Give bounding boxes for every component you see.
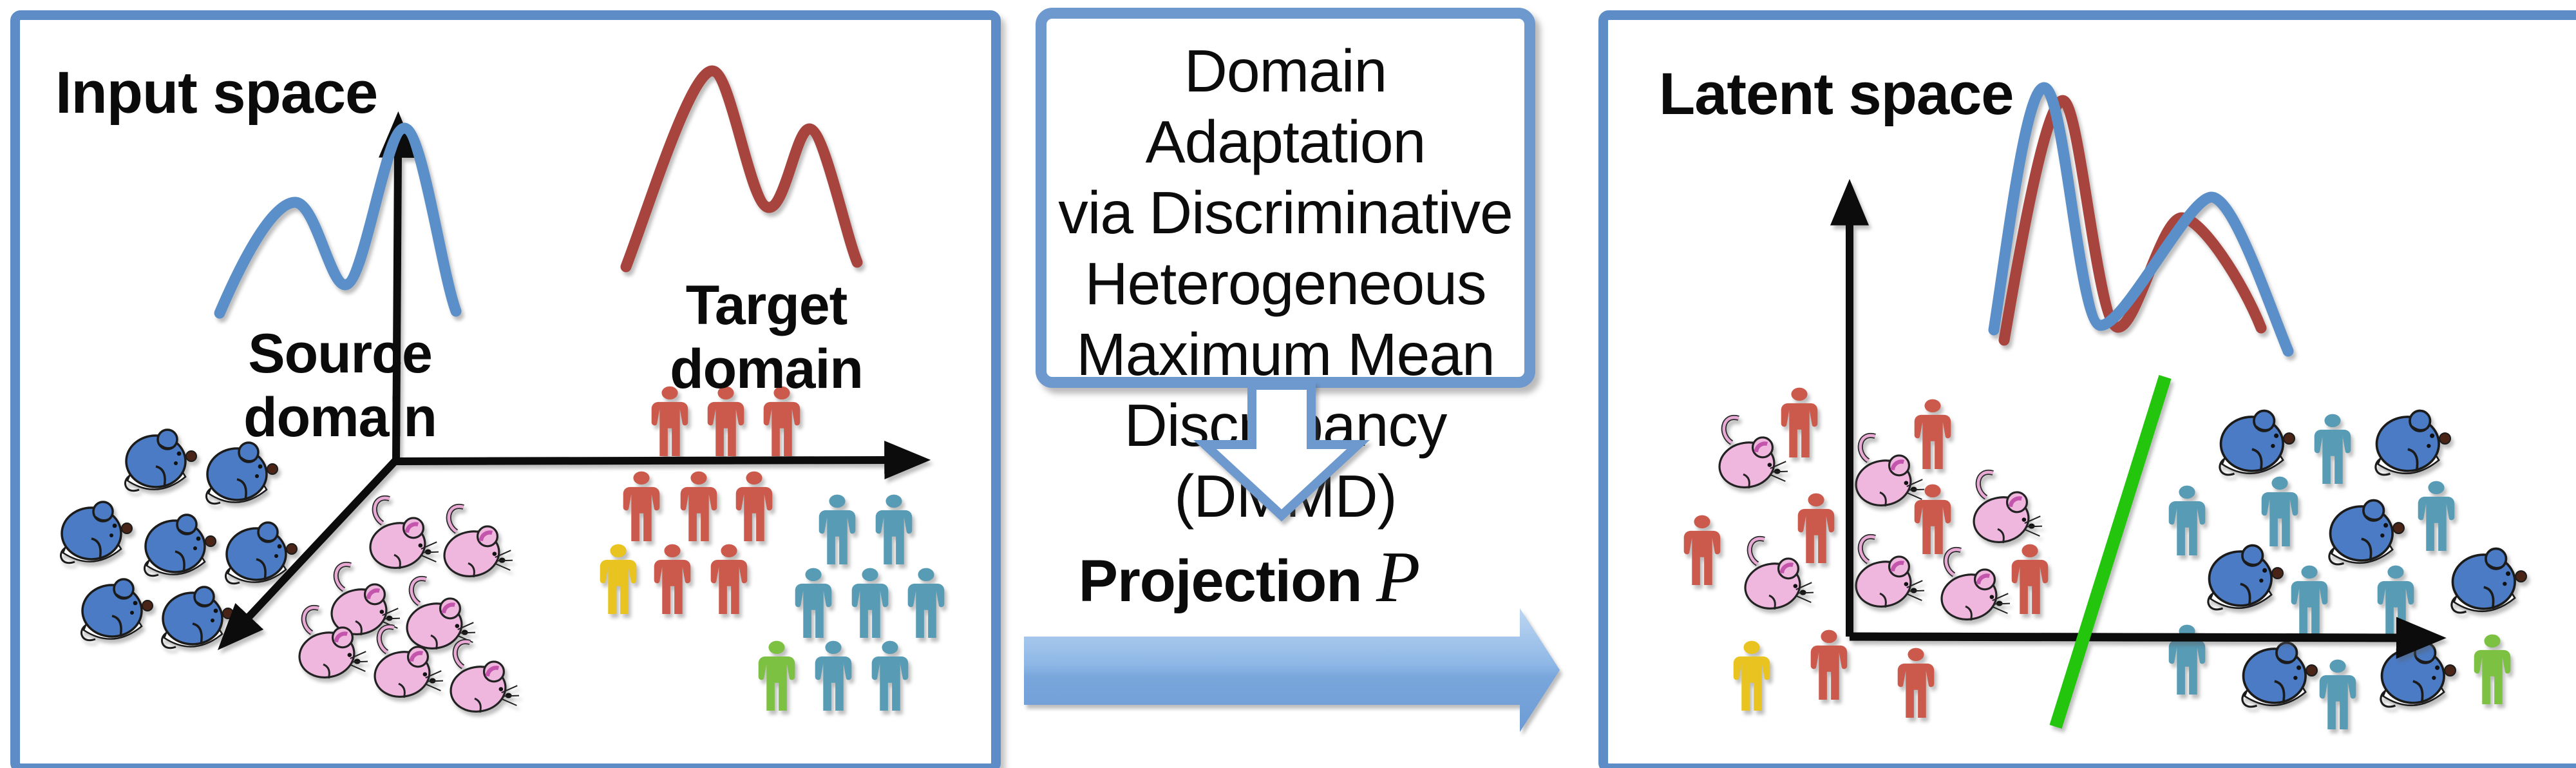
mouse-blue-icon [2241,641,2318,708]
latent-x-axis [1849,617,2447,659]
person-icon [2011,544,2049,614]
person-icon [2377,565,2414,635]
person-icon [600,544,637,614]
person-icon [1797,493,1835,563]
source-domain-label: Source domain [243,323,437,448]
latent-space-title: Latent space [1659,61,2014,127]
mouse-blue-icon [143,514,216,577]
input-y-axis [378,111,417,461]
mouse-pink-icon [1852,537,1925,611]
person-icon [1781,387,1818,457]
projection-down-arrow [1193,381,1370,522]
projection-word: Projection [1078,548,1363,614]
mouse-blue-icon [2380,641,2456,708]
person-icon [2261,476,2298,546]
person-icon [819,494,856,564]
person-icon [1897,648,1935,718]
person-icon [795,568,832,638]
person-icon [735,471,773,541]
mouse-blue-icon [2450,547,2527,614]
target-curve-input [620,65,863,273]
mouse-pink-icon [1938,550,2011,624]
class-separator-line [2049,375,2172,729]
person-icon [815,640,852,711]
mouse-blue-icon [2374,409,2451,476]
person-icon [1810,629,1848,700]
person-icon [2319,659,2356,729]
projection-symbol: P [1376,537,1421,617]
mouse-blue-icon [2219,409,2295,476]
person-icon [2291,565,2328,635]
person-icon [1914,484,1951,554]
person-icon [2474,634,2511,704]
person-icon [2168,485,2206,555]
person-icon [907,568,945,638]
projection-label: Projection P [1056,536,1443,619]
source-curve-latent [1988,82,2294,357]
mouse-blue-icon [2328,499,2405,566]
person-icon [875,494,913,564]
person-icon [758,640,795,711]
target-curve-latent [1998,95,2267,346]
source-curve-input [214,122,462,319]
mouse-pink-icon [366,498,439,572]
input-space-title: Input space [55,60,378,126]
person-icon [1683,515,1721,585]
mouse-blue-icon [205,441,278,505]
person-icon [1914,399,1951,469]
person-icon [623,471,660,541]
mouse-pink-icon [1852,436,1925,510]
mouse-pink-icon [440,506,513,581]
person-icon [654,544,691,614]
person-icon [2418,481,2455,551]
person-icon [851,568,889,638]
person-icon [871,640,909,711]
line-layer [214,65,2447,729]
person-icon [680,471,717,541]
mouse-blue-icon [80,578,153,642]
mouse-pink-icon [447,642,520,716]
mouse-blue-icon [2207,544,2284,611]
mouse-pink-icon [1970,472,2043,546]
person-icon [2314,414,2351,484]
mouse-blue-icon [160,586,234,649]
mouse-pink-icon [1716,418,1788,492]
target-domain-label: Target domain [670,274,864,400]
mouse-pink-icon [1741,539,1814,613]
mouse-blue-icon [59,501,133,564]
input-x-axis [395,441,931,480]
input-z-axis [217,457,399,650]
person-icon [1733,640,1770,711]
projection-arrow [1024,608,1560,732]
person-icon [710,544,748,614]
